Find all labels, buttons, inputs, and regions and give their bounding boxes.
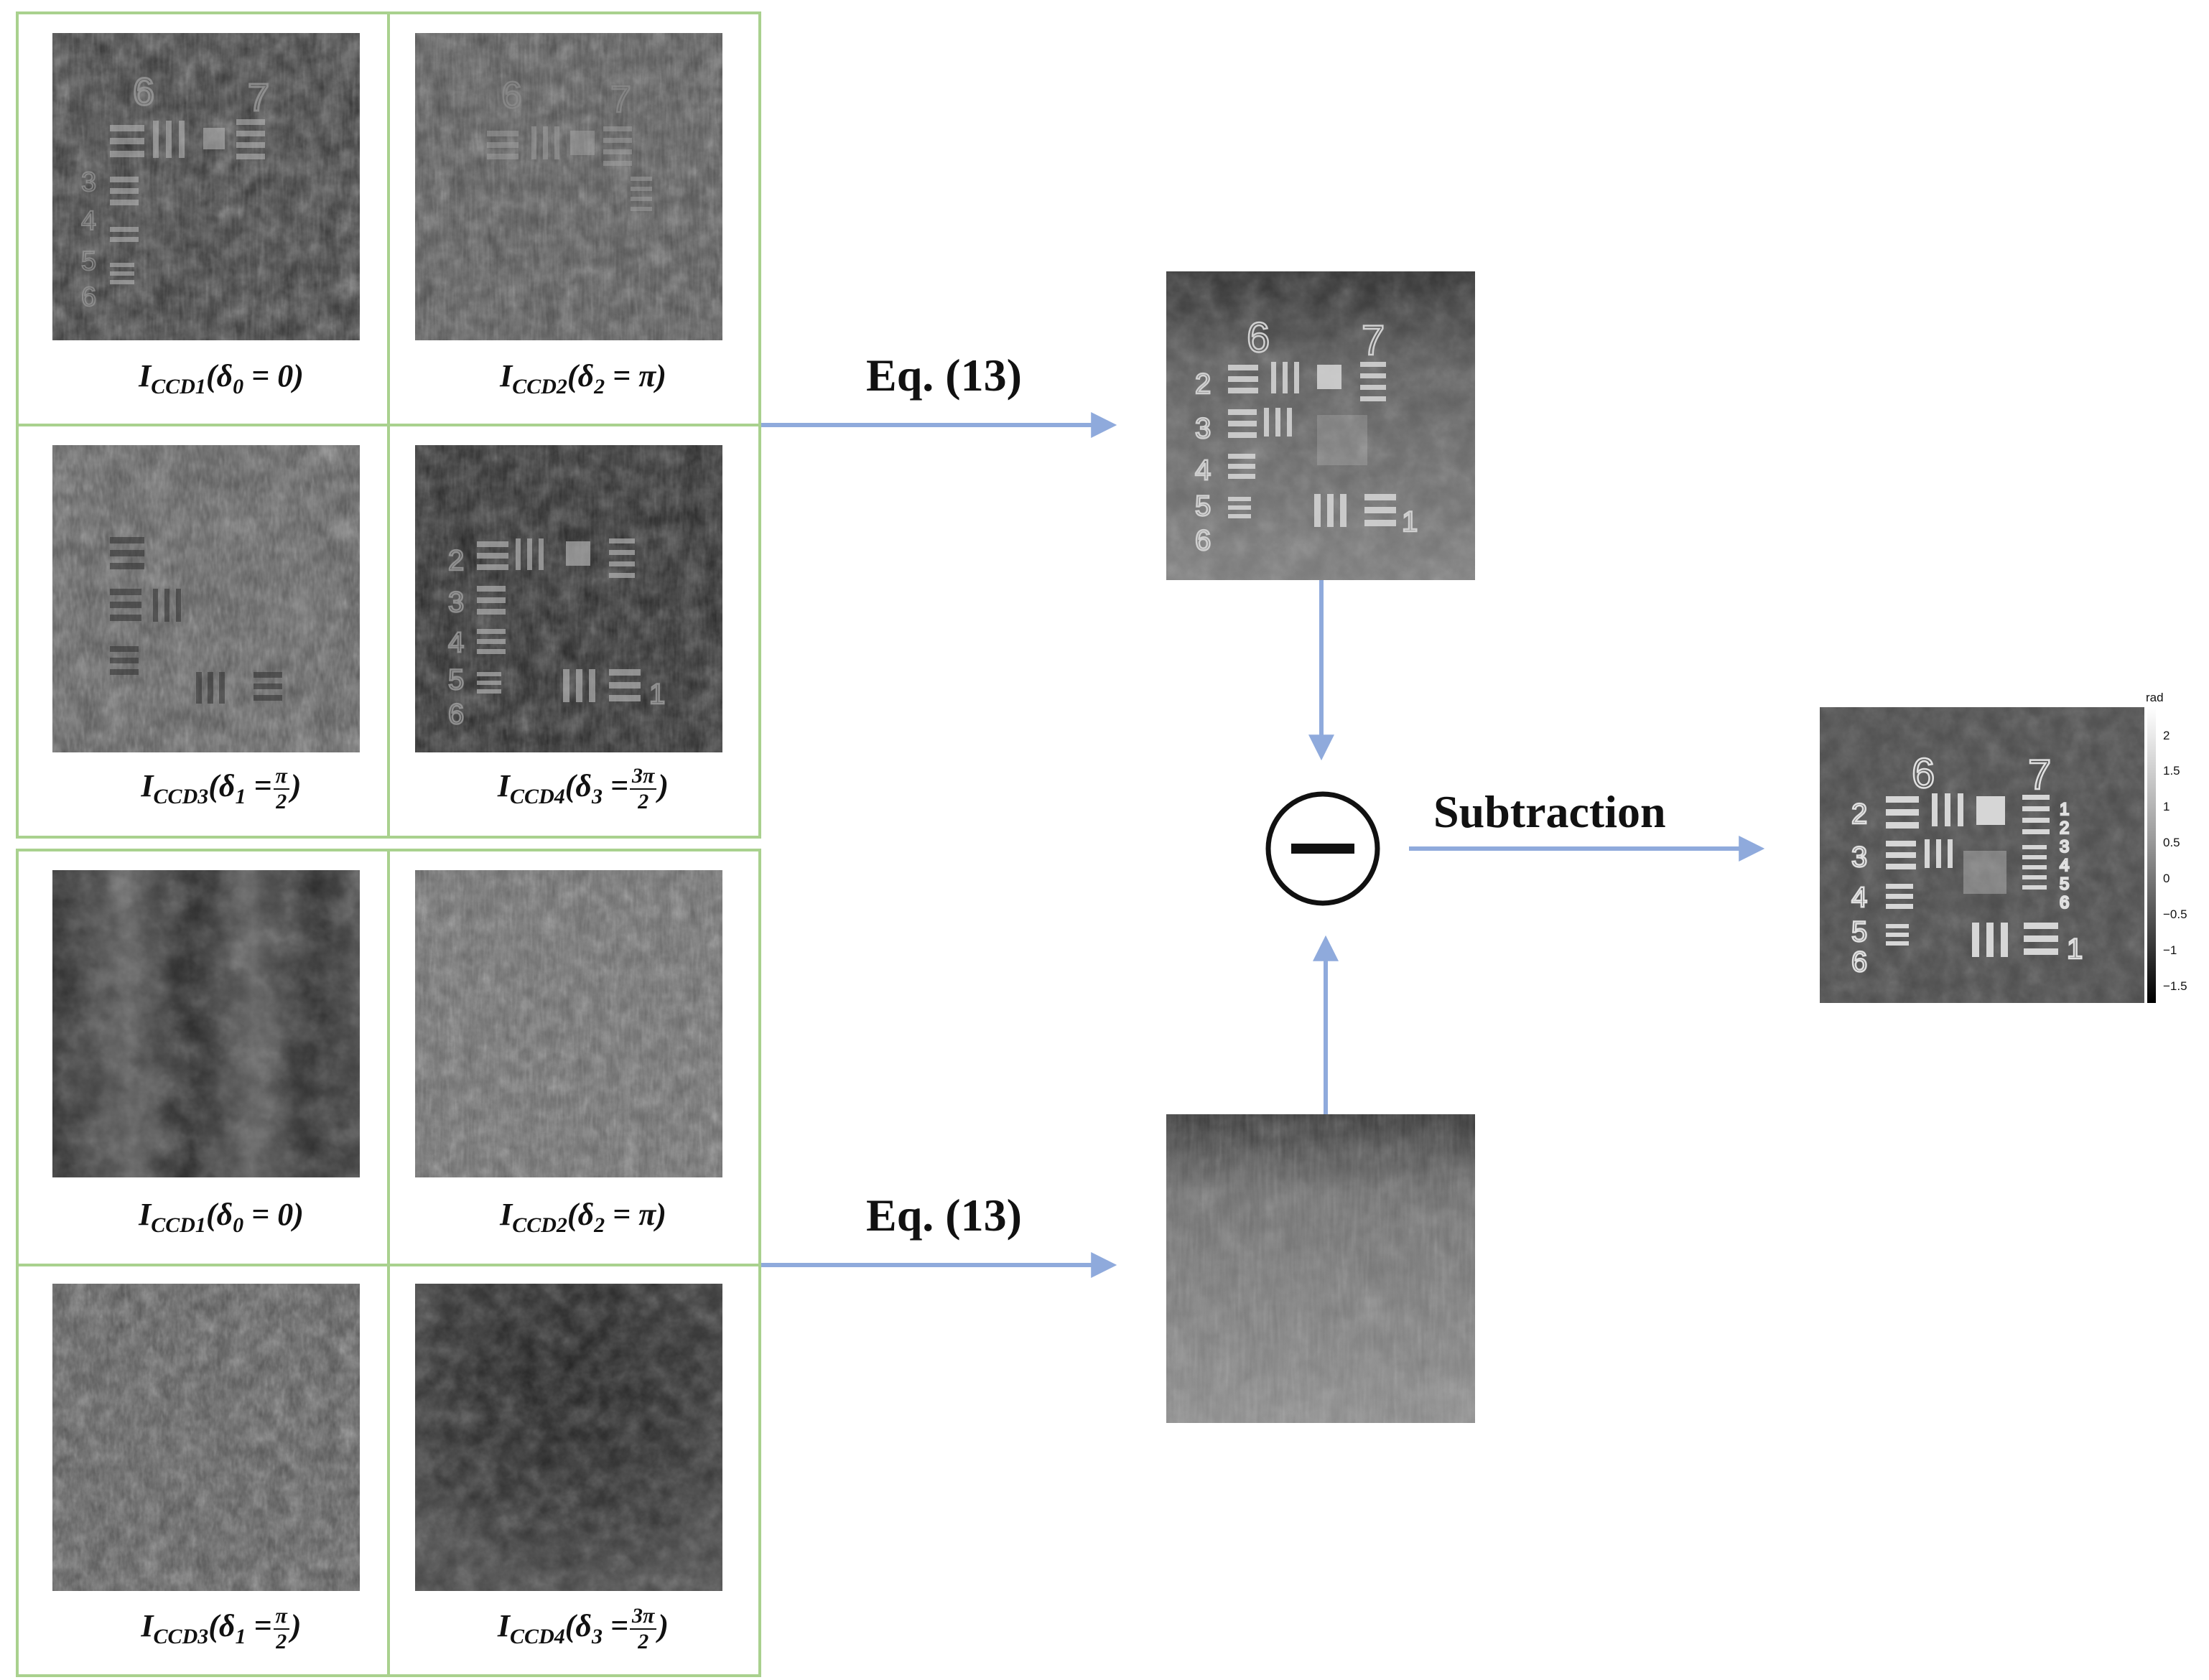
svg-text:7: 7	[610, 79, 631, 121]
svg-text:5: 5	[448, 664, 464, 696]
group-frame-bottom	[16, 849, 761, 1677]
svg-text:4: 4	[1195, 454, 1211, 486]
eq-label-top: Eq. (13)	[866, 350, 1022, 401]
result-phase-image: 6 7 2 3 4 5 6 1 1 2 3 4 5 6	[1820, 707, 2144, 1003]
subtraction-label: Subtraction	[1433, 786, 1666, 837]
svg-text:4: 4	[1851, 882, 1867, 913]
svg-text:5: 5	[1851, 916, 1867, 948]
svg-text:1: 1	[2060, 800, 2069, 819]
colorbar-tick-1: 1	[2163, 800, 2170, 813]
svg-text:5: 5	[1195, 490, 1211, 522]
svg-text:1: 1	[649, 678, 665, 710]
svg-text:2: 2	[1851, 798, 1867, 830]
svg-text:6: 6	[1195, 525, 1211, 556]
svg-text:4: 4	[448, 627, 464, 658]
svg-text:7: 7	[1362, 317, 1385, 364]
svg-text:4: 4	[81, 206, 96, 236]
svg-text:6: 6	[1247, 314, 1270, 361]
svg-text:3: 3	[81, 167, 96, 197]
svg-text:4: 4	[2060, 856, 2069, 875]
svg-text:5: 5	[2060, 874, 2069, 894]
colorbar	[2147, 707, 2156, 1003]
colorbar-tick-neg-1: −1	[2163, 943, 2177, 957]
svg-text:1: 1	[2067, 933, 2083, 965]
label-bottom-ccd1: ICCD1(δ0 = 0)	[139, 1197, 304, 1237]
colorbar-tick-0: 0	[2163, 872, 2170, 885]
svg-text:3: 3	[448, 587, 464, 618]
svg-text:3: 3	[1195, 413, 1211, 444]
recon-phase-with-object: 6 7 2 3 4 5 6 1	[1166, 271, 1475, 580]
tile-top-ccd1: 6 7 3 4 5 6	[52, 33, 360, 340]
tile-bottom-ccd1	[52, 870, 360, 1177]
svg-text:7: 7	[2028, 752, 2051, 798]
colorbar-tick-1-5: 1.5	[2163, 764, 2180, 778]
svg-text:6: 6	[1912, 750, 1935, 797]
svg-text:1: 1	[1402, 506, 1418, 538]
label-bottom-ccd2: ICCD2(δ2 = π)	[500, 1197, 666, 1237]
tile-top-ccd3	[52, 445, 360, 752]
tile-bottom-ccd3	[52, 1284, 360, 1591]
recon-phase-background	[1166, 1114, 1475, 1423]
svg-text:6: 6	[81, 282, 96, 312]
tile-bottom-ccd2	[415, 870, 722, 1177]
svg-text:6: 6	[1851, 946, 1867, 978]
svg-text:2: 2	[2060, 818, 2069, 838]
svg-text:5: 5	[81, 246, 96, 276]
svg-text:3: 3	[2060, 837, 2069, 857]
tile-bottom-ccd4	[415, 1284, 722, 1591]
colorbar-tick-neg-0-5: −0.5	[2163, 907, 2187, 921]
colorbar-tick-0-5: 0.5	[2163, 836, 2180, 849]
svg-text:2: 2	[448, 545, 464, 577]
colorbar-tick-neg-1-5: −1.5	[2163, 979, 2187, 993]
minus-operator-icon	[1265, 791, 1380, 906]
svg-text:6: 6	[2060, 893, 2069, 913]
svg-text:7: 7	[248, 76, 269, 119]
svg-text:6: 6	[133, 70, 154, 113]
tile-top-ccd2: 6 7	[415, 33, 722, 340]
svg-text:3: 3	[1851, 841, 1867, 873]
svg-text:2: 2	[1195, 368, 1211, 400]
colorbar-unit: rad	[2146, 691, 2164, 704]
colorbar-tick-2: 2	[2163, 729, 2170, 742]
svg-text:6: 6	[448, 699, 464, 730]
eq-label-bottom: Eq. (13)	[866, 1190, 1022, 1241]
label-top-ccd2: ICCD2(δ2 = π)	[500, 358, 666, 398]
svg-text:6: 6	[501, 75, 522, 116]
label-top-ccd1: ICCD1(δ0 = 0)	[139, 358, 304, 398]
group-frame-top	[16, 11, 761, 839]
